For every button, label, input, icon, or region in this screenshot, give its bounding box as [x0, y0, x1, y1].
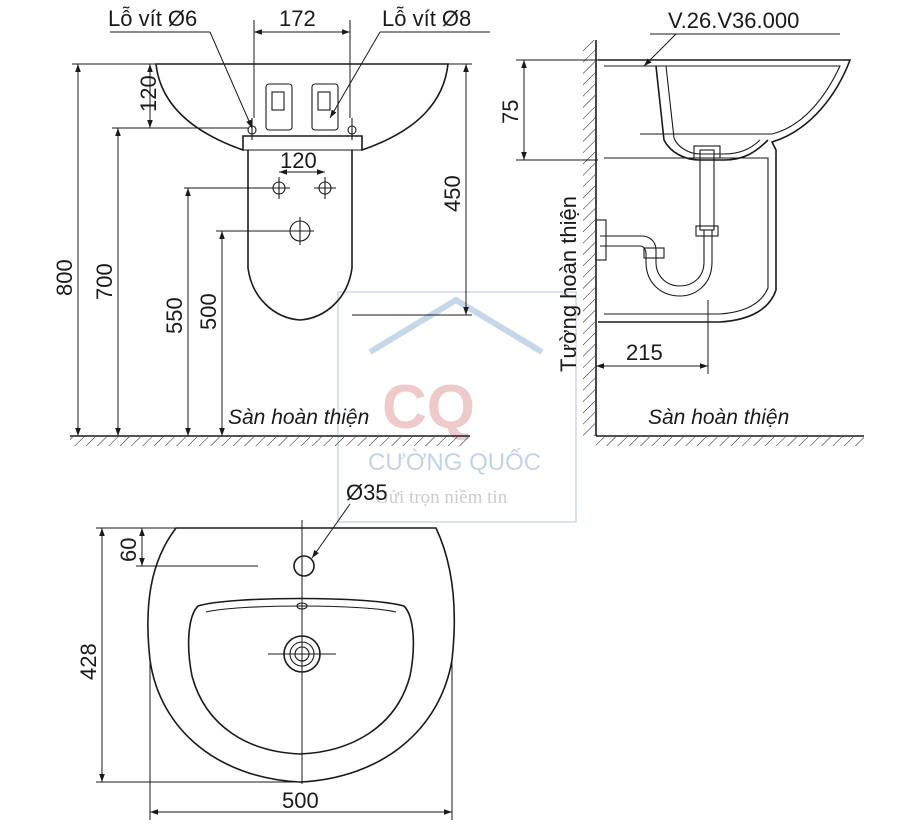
label-finished-wall: Tường hoàn thiện: [556, 196, 581, 372]
front-pedestal-outline: [247, 150, 353, 321]
dim-450: 450: [440, 175, 465, 212]
dim-428: 428: [76, 643, 101, 680]
watermark: CQ CƯỜNG QUỐC Gửi trọn niềm tin: [337, 291, 577, 523]
watermark-slogan: Gửi trọn niềm tin: [375, 487, 508, 508]
watermark-brand: CƯỜNG QUỐC: [368, 448, 541, 476]
label-screw-hole-6: Lỗ vít Ø6: [108, 6, 197, 31]
top-view: Ø35 60 428 500: [76, 480, 456, 820]
label-screw-hole-8: Lỗ vít Ø8: [382, 6, 471, 31]
watermark-roof-icon: [368, 296, 544, 355]
top-bowl-interior: [187, 597, 415, 755]
bracket-left: [265, 83, 293, 131]
side-section-view: V.26.V36.000 75 215 Tường hoàn thiện Sàn…: [498, 8, 864, 446]
bracket-right: [311, 83, 339, 131]
watermark-logo: CQ: [382, 373, 475, 442]
dim-800: 800: [52, 259, 77, 296]
label-floor-left: Sàn hoàn thiện: [228, 406, 369, 429]
dim-215: 215: [626, 340, 663, 365]
dim-120-holes: 120: [280, 148, 317, 173]
dim-500-width: 500: [282, 788, 319, 813]
label-model-code: V.26.V36.000: [668, 8, 799, 33]
dim-700: 700: [92, 263, 117, 300]
dim-120-bracket: 120: [136, 75, 161, 112]
dim-550: 550: [162, 297, 187, 334]
label-floor-right: Sàn hoàn thiện: [648, 406, 789, 429]
dim-500-vertical: 500: [196, 293, 221, 330]
dim-60: 60: [116, 538, 141, 562]
tap-hole: [293, 555, 315, 577]
watermark-frame: [337, 291, 577, 523]
front-basin-outline: [155, 63, 449, 152]
top-basin-outline: [147, 527, 456, 783]
dim-172: 172: [279, 6, 316, 31]
label-tap-hole: Ø35: [346, 480, 388, 505]
dim-75: 75: [498, 100, 523, 124]
p-trap: [600, 230, 705, 287]
front-view: 172 120 Lỗ vít Ø6 Lỗ vít Ø8 120 800 700 …: [52, 6, 490, 446]
drain-tailpiece: [699, 149, 715, 231]
side-basin-outline: [598, 59, 852, 323]
